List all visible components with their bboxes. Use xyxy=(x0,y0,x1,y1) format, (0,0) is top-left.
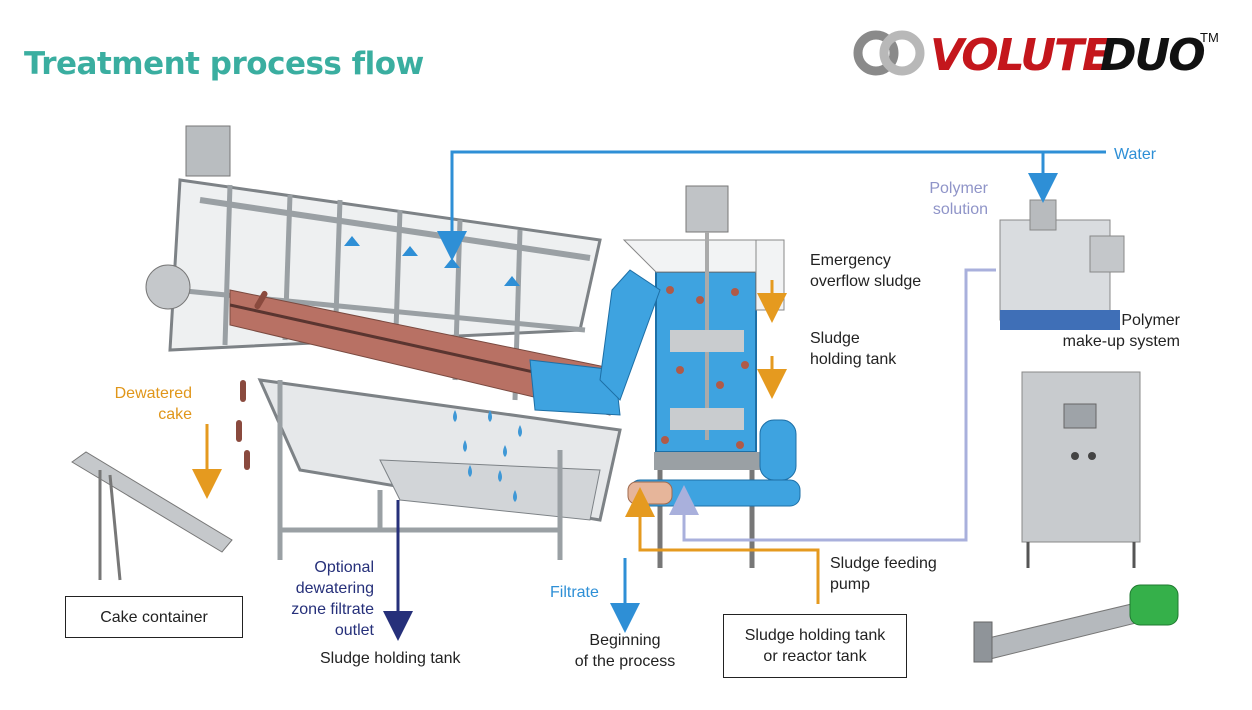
polymer-line xyxy=(669,268,996,542)
label-polymer-makeup-line1: Polymer xyxy=(1121,312,1180,329)
brand-name-part2: DUO xyxy=(1100,30,1206,81)
motor-icon xyxy=(185,125,231,177)
label-sludge-holding-tank: Sludge holding tank xyxy=(810,328,896,370)
label-polymer-solution-line2: solution xyxy=(932,201,988,218)
label-dewatered-line1: Dewatered xyxy=(114,385,192,402)
label-water: Water xyxy=(1114,146,1157,163)
label-filtrate: Filtrate xyxy=(550,584,599,601)
label-emergency-line1: Emergency xyxy=(810,252,891,269)
feed-pump xyxy=(973,584,1179,663)
label-optional-line2: dewatering xyxy=(295,580,374,597)
brand-name-part1: VOLUTE xyxy=(930,30,1112,81)
label-optional-line3: zone filtrate xyxy=(291,601,374,618)
label-feeding-line1: Sludge feeding xyxy=(830,555,937,572)
trademark-mark: TM xyxy=(1200,30,1219,45)
label-sludge-feeding-pump: Sludge feeding pump xyxy=(830,553,937,595)
water-line xyxy=(437,150,1106,633)
reactor-tank-line1: Sludge holding tank xyxy=(744,627,886,644)
sludge-lines xyxy=(192,280,820,604)
label-dewatered-line2: cake xyxy=(158,406,192,423)
label-beginning-process: Beginning of the process xyxy=(560,630,690,672)
label-emergency-line2: overflow sludge xyxy=(810,273,922,290)
logo-rings-icon xyxy=(853,30,925,76)
cake-container-box: Cake container xyxy=(65,596,243,638)
label-dewatered-cake: Dewatered cake xyxy=(100,383,192,425)
screw-press-machine xyxy=(145,125,622,560)
reactor-tank-line2: or reactor tank xyxy=(763,648,867,665)
label-emergency-overflow: Emergency overflow sludge xyxy=(810,250,921,292)
label-polymer-solution-line1: Polymer xyxy=(929,180,988,197)
label-beginning-line1: Beginning xyxy=(589,632,661,649)
sludge-holding-tank xyxy=(599,185,801,568)
label-feeding-line2: pump xyxy=(830,576,871,593)
label-holding-line1: Sludge xyxy=(810,330,860,347)
brand-logo: VOLUTE DUO TM xyxy=(852,26,1232,86)
screw-conveyor xyxy=(71,451,233,581)
label-holding-line2: holding tank xyxy=(810,351,897,368)
page-title: Treatment process flow xyxy=(24,46,424,82)
polymer-makeup-system xyxy=(999,199,1125,330)
reactor-tank-box: Sludge holding tank or reactor tank xyxy=(723,614,907,678)
label-beginning-line2: of the process xyxy=(574,653,676,670)
label-polymer-makeup: Polymer make-up system xyxy=(1020,310,1180,352)
control-cabinet xyxy=(1021,371,1141,568)
label-optional-line1: Optional xyxy=(314,559,374,576)
label-polymer-solution: Polymer solution xyxy=(906,178,988,220)
label-polymer-makeup-line2: make-up system xyxy=(1062,333,1180,350)
label-optional-filtrate-outlet: Optional dewatering zone filtrate outlet xyxy=(268,557,374,641)
label-sludge-holding-tank-bottom: Sludge holding tank xyxy=(320,650,461,667)
label-optional-line4: outlet xyxy=(334,622,374,639)
